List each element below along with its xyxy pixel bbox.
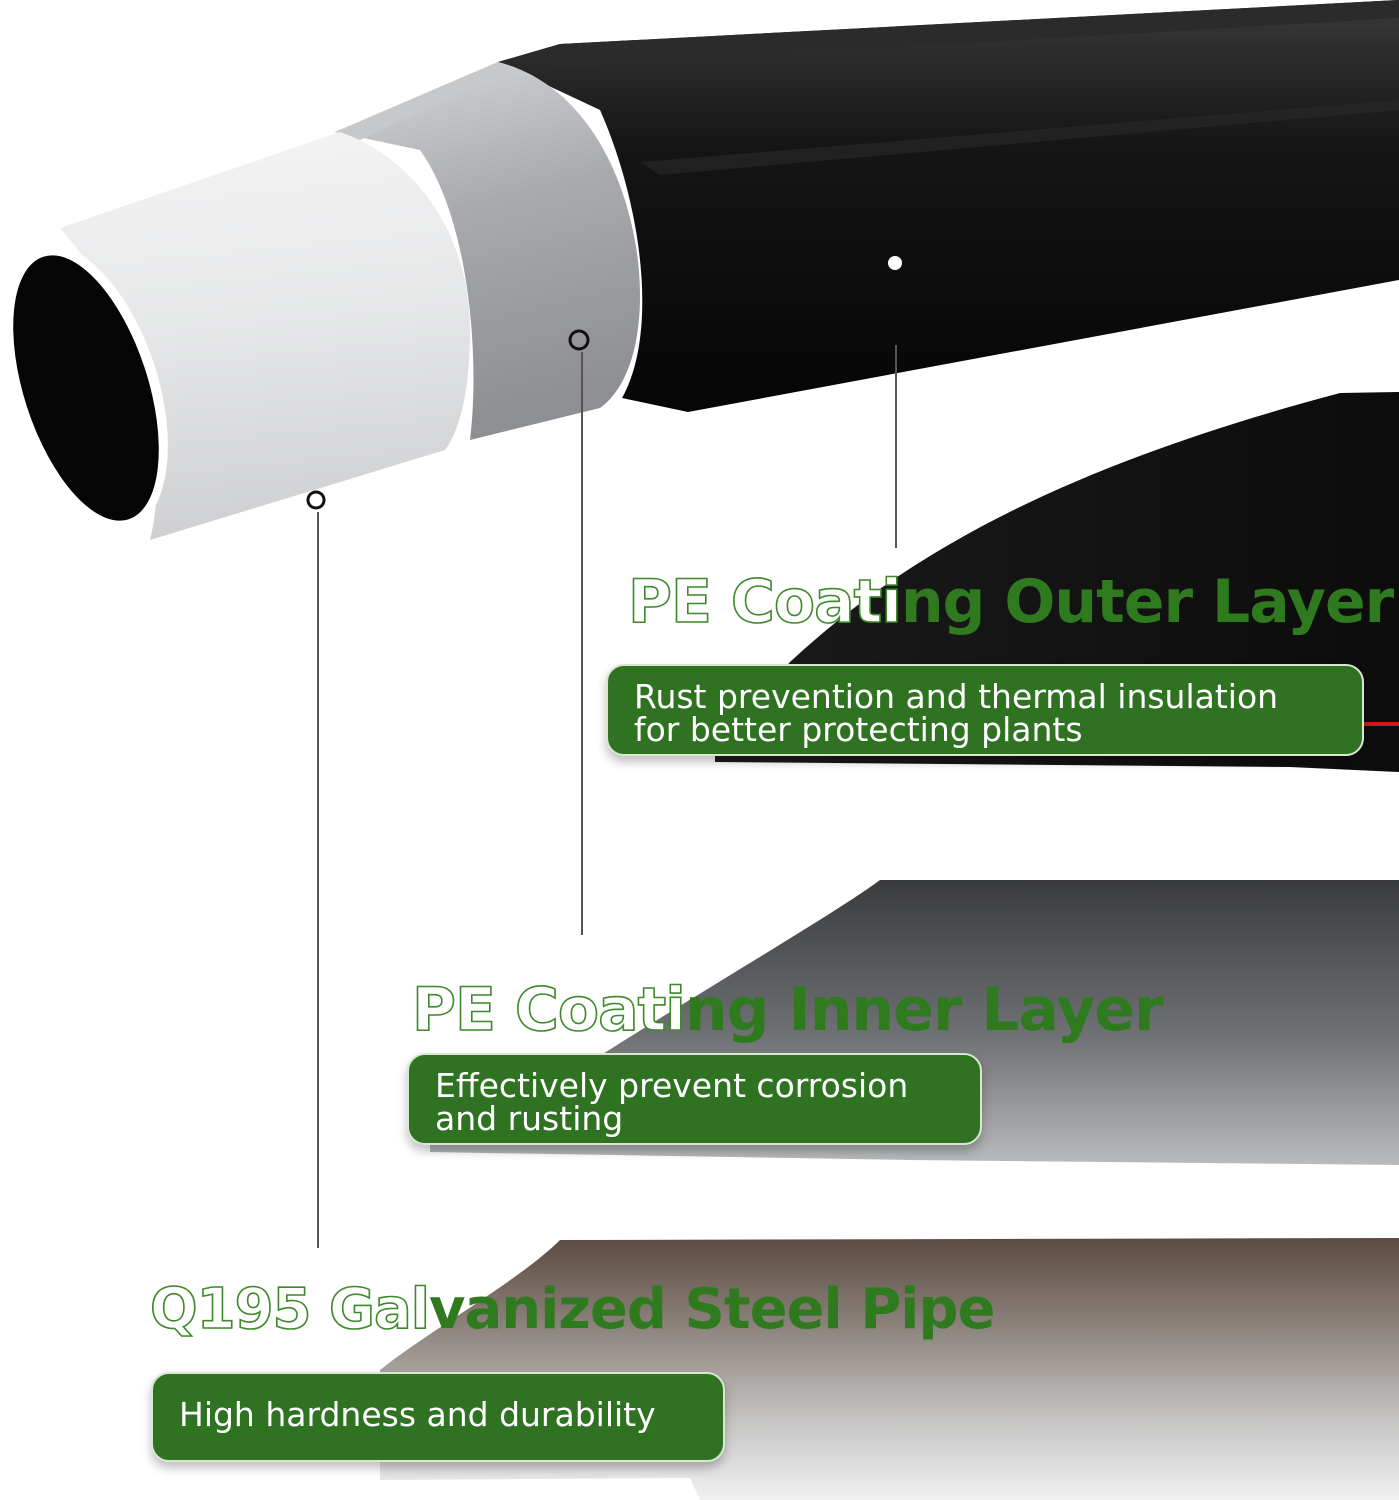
steel-pipe-description: High hardness and durability	[151, 1372, 725, 1462]
inner-layer-title: PE Coating Inner Layer	[411, 975, 1163, 1045]
callout-steel-pipe	[306, 490, 326, 1248]
outer-layer-title: PE Coating Outer Layer	[627, 567, 1394, 637]
pipe-inner-layer	[335, 62, 640, 440]
callout-inner-layer	[568, 329, 590, 935]
pipe-outer-layer	[498, 0, 1399, 412]
callout-outer-layer	[888, 256, 902, 548]
pipe-steel-core	[0, 132, 470, 540]
outer-layer-description: Rust prevention and thermal insulation f…	[606, 664, 1364, 756]
pipe-opening	[13, 255, 159, 521]
steel-pipe-title: Q195 Galvanized Steel Pipe	[149, 1277, 995, 1342]
inner-layer-description: Effectively prevent corrosion and rustin…	[407, 1053, 982, 1145]
